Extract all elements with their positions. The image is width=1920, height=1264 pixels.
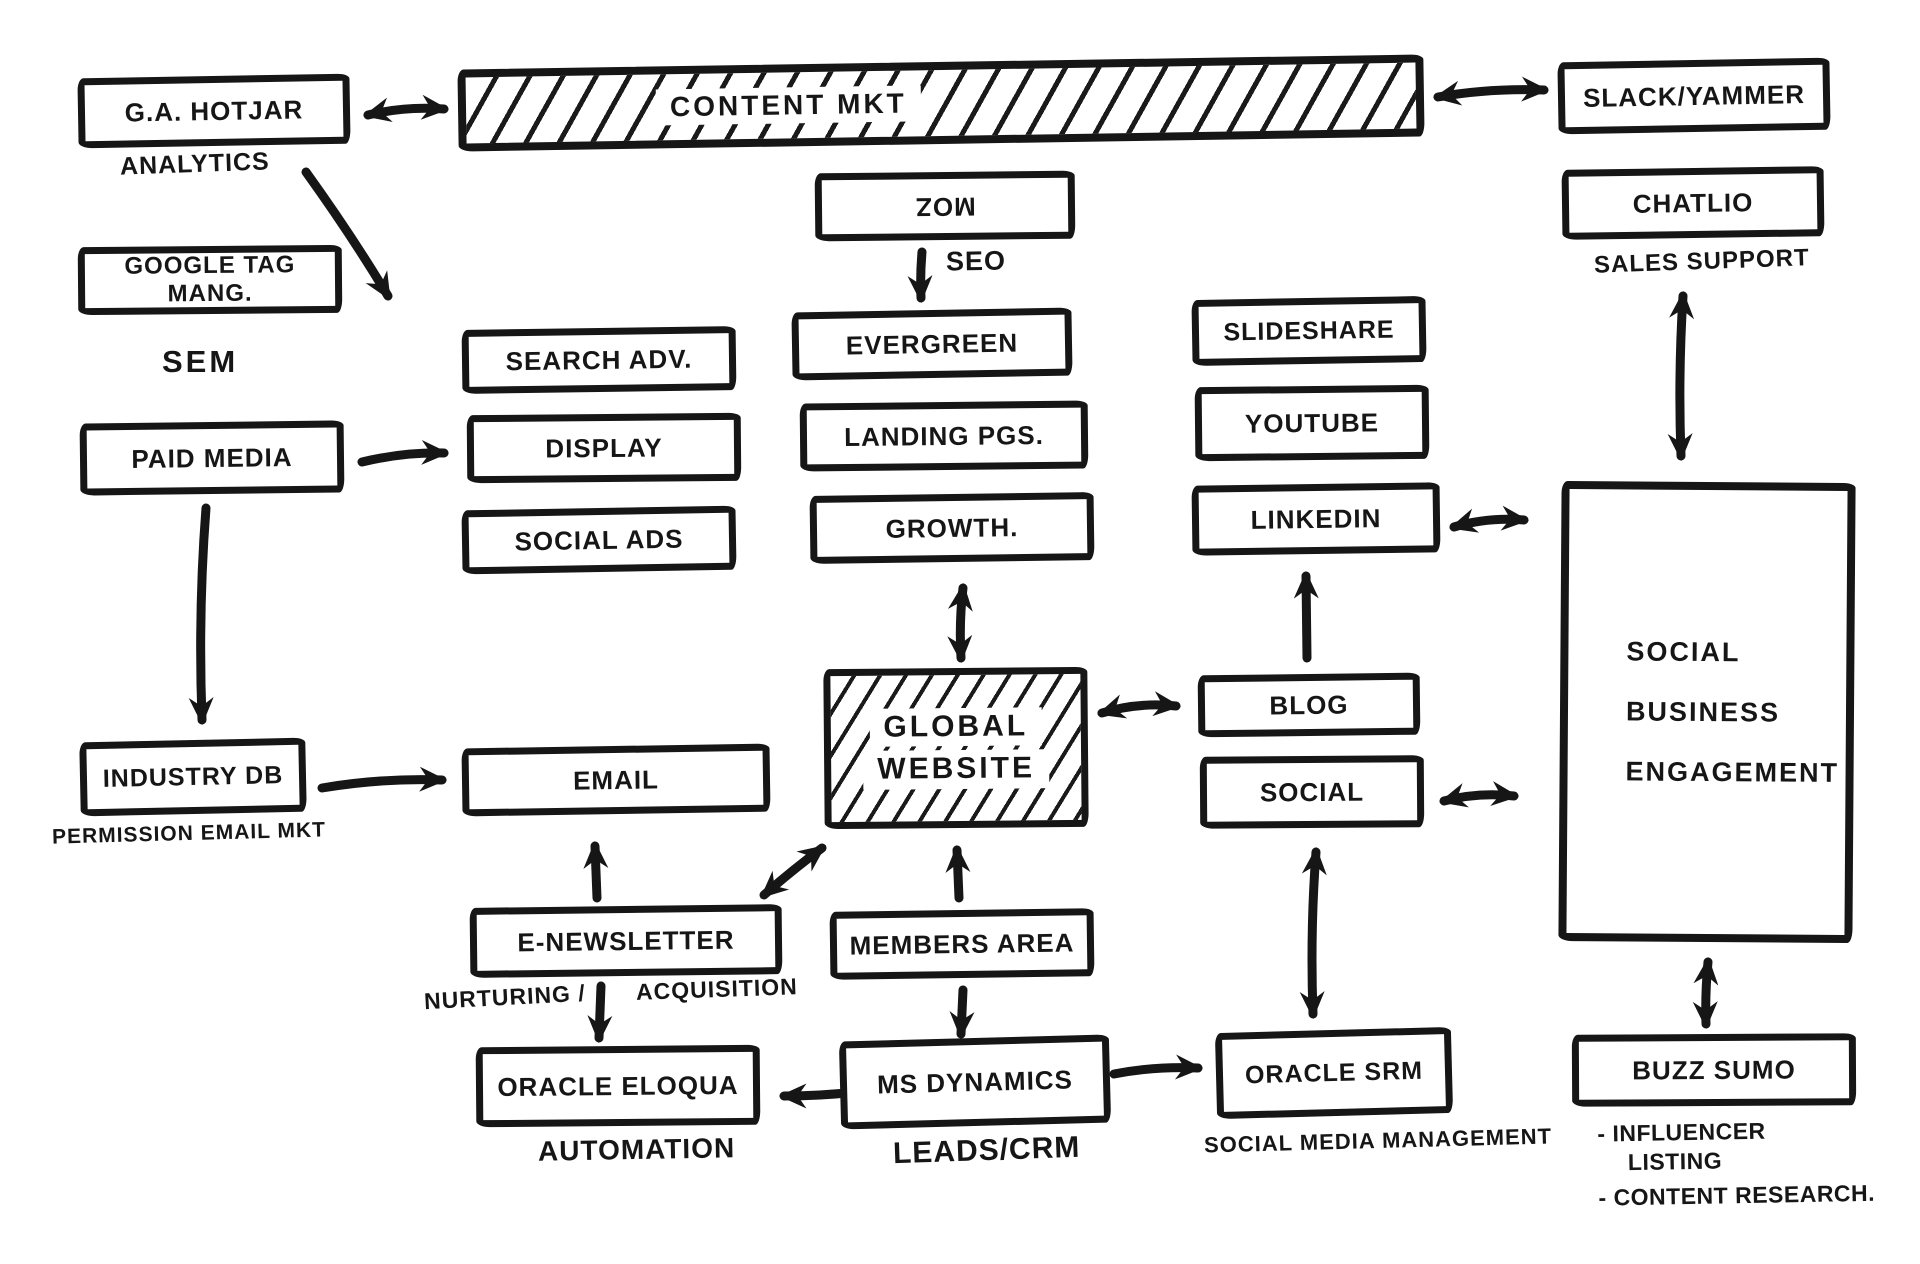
caption-automation: AUTOMATION (537, 1132, 736, 1167)
caption-seo: SEO (945, 245, 1007, 277)
node-slack-yammer-label: SLACK/YAMMER (1582, 78, 1806, 113)
arrow-chatlio-sbe (1667, 291, 1695, 461)
node-landing-pgs: LANDING PGS. (799, 400, 1089, 472)
node-ga-hotjar-label: G.A. HOTJAR (124, 93, 304, 128)
node-industry-db-label: INDUSTRY DB (102, 760, 284, 793)
node-growth: GROWTH. (809, 492, 1095, 564)
node-global-website: GLOBAL WEBSITE (823, 666, 1089, 830)
arrow-blog-linkedin (1293, 571, 1319, 663)
arrow-paidmedia-display (357, 439, 449, 467)
arrow-linkedin-sbe (1449, 505, 1529, 533)
node-evergreen-label: EVERGREEN (845, 326, 1019, 361)
node-search-adv: SEARCH ADV. (461, 326, 737, 394)
node-paid-media-label: PAID MEDIA (131, 441, 293, 474)
node-members-area-label: MEMBERS AREA (849, 926, 1075, 961)
node-email: EMAIL (461, 743, 771, 817)
node-global-website-line1: GLOBAL (869, 706, 1043, 747)
node-ms-dynamics-label: MS DYNAMICS (876, 1063, 1074, 1100)
node-oracle-srm: ORACLE SRM (1214, 1026, 1454, 1120)
caption-leads-crm: LEADS/CRM (892, 1130, 1081, 1171)
arrow-contentmkt-slack (1433, 76, 1549, 106)
arrow-hotjar-searchadv (301, 167, 393, 301)
arrow-sbe-buzzsumo (1692, 957, 1719, 1029)
arrow-membersarea-globalwebsite (945, 845, 971, 903)
node-youtube: YOUTUBE (1194, 384, 1430, 462)
arrow-industrydb-email (317, 766, 447, 793)
node-oracle-eloqua: ORACLE ELOQUA (475, 1044, 761, 1128)
arrow-globalwebsite-blog (1097, 691, 1181, 719)
node-content-mkt: CONTENT MKT (457, 54, 1425, 152)
node-oracle-srm-label: ORACLE SRM (1244, 1056, 1424, 1089)
node-linkedin: LINKEDIN (1191, 482, 1441, 556)
arrow-enewsletter-email (583, 841, 609, 903)
node-slack-yammer: SLACK/YAMMER (1557, 57, 1831, 135)
node-google-tag-manager-label: GOOGLE TAG MANG. (124, 251, 296, 308)
node-chatlio: CHATLIO (1561, 166, 1825, 240)
node-e-newsletter-label: E-NEWSLETTER (517, 924, 735, 957)
arrow-msdynamics-oraclesrm (1109, 1054, 1203, 1080)
node-slideshare-label: SLIDESHARE (1223, 315, 1395, 346)
arrow-paidmedia-industrydb (188, 503, 214, 725)
node-google-tag-manager: GOOGLE TAG MANG. (77, 244, 343, 316)
arrow-hotjar-contentmkt (363, 94, 449, 122)
node-oracle-eloqua-label: ORACLE ELOQUA (497, 1069, 739, 1102)
node-slideshare: SLIDESHARE (1191, 295, 1427, 367)
arrow-membersarea-msdynamics (949, 985, 975, 1039)
caption-analytics: ANALYTICS (119, 147, 271, 181)
node-members-area: MEMBERS AREA (829, 908, 1095, 980)
arrow-moz-evergreen (907, 247, 933, 303)
node-paid-media: PAID MEDIA (79, 420, 345, 496)
node-blog-label: BLOG (1269, 689, 1349, 720)
node-moz: MOZ (814, 170, 1076, 242)
arrow-enewsletter-globalwebsite (759, 843, 827, 900)
arrow-social-sbe (1439, 781, 1519, 808)
node-email-label: EMAIL (572, 763, 660, 796)
node-e-newsletter: E-NEWSLETTER (469, 904, 783, 978)
node-content-mkt-label: CONTENT MKT (655, 85, 922, 126)
node-buzzsumo: BUZZ SUMO (1571, 1033, 1857, 1107)
caption-sem: SEM (162, 344, 239, 379)
node-social: SOCIAL (1199, 755, 1425, 829)
node-blog: BLOG (1197, 672, 1421, 738)
arrow-social-oraclesrm (1299, 847, 1327, 1019)
node-search-adv-label: SEARCH ADV. (505, 343, 693, 376)
node-social-ads-label: SOCIAL ADS (514, 523, 684, 556)
node-industry-db: INDUSTRY DB (79, 737, 307, 817)
node-social-ads: SOCIAL ADS (461, 505, 737, 575)
node-ga-hotjar: G.A. HOTJAR (77, 73, 351, 149)
node-youtube-label: YOUTUBE (1244, 406, 1380, 439)
node-evergreen: EVERGREEN (791, 307, 1073, 381)
node-moz-label: MOZ (914, 191, 976, 222)
node-growth-label: GROWTH. (885, 511, 1019, 544)
node-display-label: DISPLAY (545, 431, 663, 464)
arrow-growth-globalwebsite (947, 583, 973, 663)
node-chatlio-label: CHATLIO (1632, 186, 1754, 219)
node-landing-pgs-label: LANDING PGS. (843, 419, 1045, 452)
node-social-label: SOCIAL (1259, 776, 1365, 807)
arrow-enewsletter-eloqua (587, 981, 613, 1043)
node-ms-dynamics: MS DYNAMICS (838, 1034, 1112, 1130)
caption-acquisition: ACQUISITION (635, 973, 799, 1005)
node-global-website-line2: WEBSITE (863, 749, 1050, 790)
node-buzzsumo-label: BUZZ SUMO (1632, 1054, 1796, 1085)
node-display: DISPLAY (466, 412, 742, 484)
node-linkedin-label: LINKEDIN (1250, 502, 1382, 535)
